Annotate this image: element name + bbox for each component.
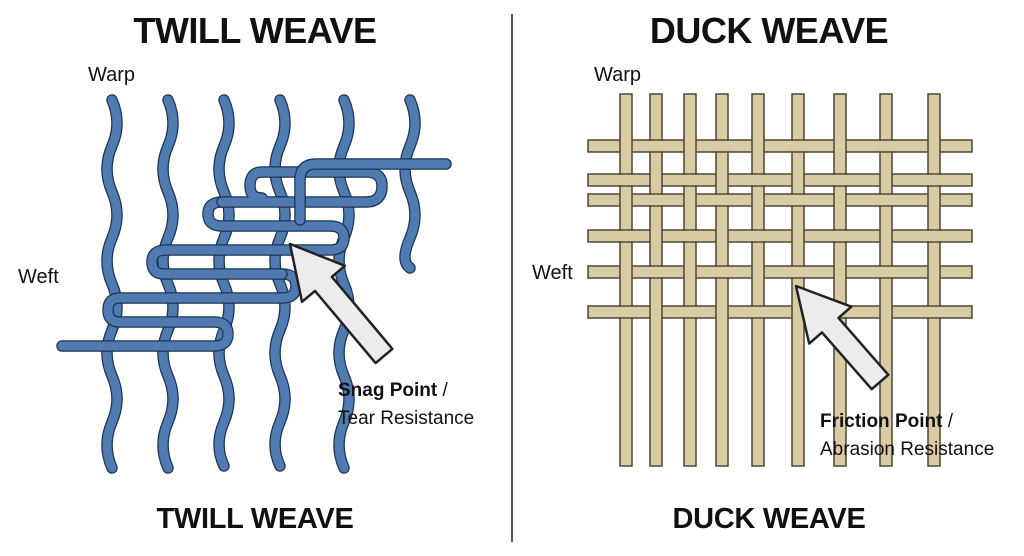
duck-weft-label: Weft — [532, 262, 573, 284]
twill-weft-thread — [56, 268, 302, 352]
duck-warp-thread — [649, 93, 663, 467]
friction-point-separator: / — [942, 411, 953, 432]
twill-warp-thread — [269, 94, 291, 472]
twill-weft-thread — [294, 158, 452, 226]
twill-weave-diagram — [56, 94, 452, 474]
duck-warp-label: Warp — [594, 64, 642, 86]
duck-footer: DUCK WEAVE — [672, 503, 866, 535]
twill-weft-thread — [216, 166, 388, 208]
duck-warp-thread — [619, 93, 633, 467]
snag-point-arrow — [288, 242, 394, 365]
twill-weft-thread — [146, 196, 350, 280]
twill-warp-thread — [101, 94, 123, 474]
twill-panel: TWILL WEAVE Warp Weft Snag Point / Tear … — [0, 0, 510, 556]
duck-weave-grid — [587, 93, 973, 467]
duck-weft-thread — [587, 229, 973, 243]
duck-weft-thread — [587, 139, 973, 153]
tear-resistance-label: Tear Resistance — [338, 408, 475, 429]
friction-point-callout: Friction Point / Abrasion Resistance — [820, 408, 1020, 464]
duck-weft-thread — [587, 193, 973, 207]
duck-panel: DUCK WEAVE Warp Weft Friction Point / Ab… — [514, 0, 1024, 556]
twill-warp-thread — [157, 94, 179, 474]
twill-warp-thread — [213, 94, 235, 472]
twill-title: TWILL WEAVE — [133, 10, 377, 51]
twill-warp-label: Warp — [88, 64, 136, 86]
friction-point-label: Friction Point — [820, 411, 943, 432]
friction-point-arrow — [794, 284, 890, 391]
duck-title: DUCK WEAVE — [649, 10, 889, 51]
twill-weft-threads — [56, 158, 452, 352]
snag-point-callout: Snag Point / Tear Resistance — [338, 377, 508, 433]
duck-weft-thread — [587, 265, 973, 279]
twill-weft-label: Weft — [18, 266, 59, 288]
duck-warp-thread — [715, 93, 729, 467]
duck-weft-thread — [587, 305, 973, 319]
twill-footer: TWILL WEAVE — [156, 503, 354, 535]
duck-warp-thread — [751, 93, 765, 467]
duck-warp-thread — [791, 93, 805, 467]
snag-point-separator: / — [437, 380, 448, 401]
abrasion-resistance-label: Abrasion Resistance — [820, 439, 995, 460]
duck-warp-thread — [683, 93, 697, 467]
duck-weft-thread — [587, 173, 973, 187]
snag-point-label: Snag Point — [338, 380, 438, 401]
panel-divider — [511, 14, 513, 542]
twill-warp-thread — [399, 94, 421, 274]
duck-warp-thread — [927, 93, 941, 467]
duck-weave-diagram — [587, 93, 973, 467]
